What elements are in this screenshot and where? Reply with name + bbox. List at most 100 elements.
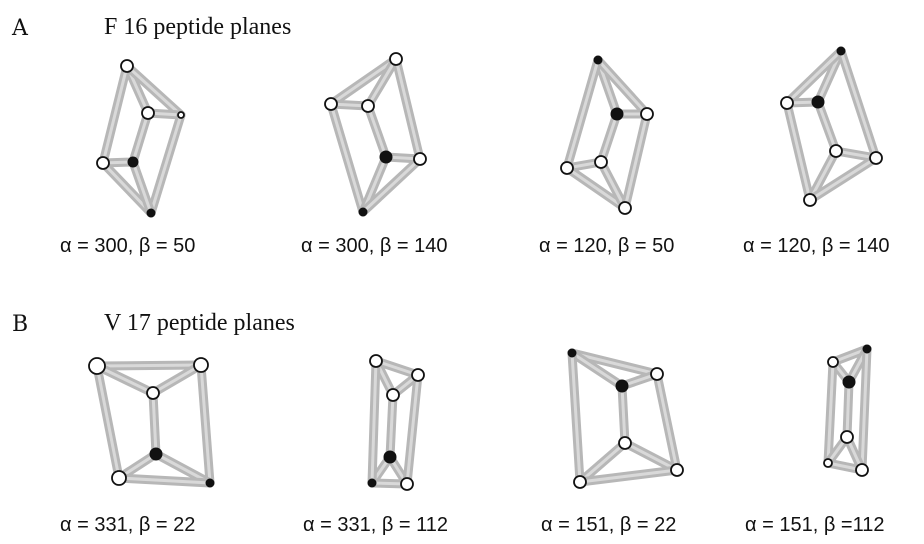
solid-atom-node — [127, 156, 139, 168]
plane-edge-highlight — [839, 49, 878, 160]
open-atom-node — [670, 463, 684, 477]
panel-a4-drawing — [780, 46, 883, 207]
open-atom-node — [146, 386, 160, 400]
plane-edge-highlight — [570, 351, 582, 484]
panel-a2-caption: α = 300, β = 140 — [301, 235, 448, 257]
solid-atom-node — [383, 450, 397, 464]
plane-edge-highlight — [785, 49, 843, 105]
open-atom-node — [96, 156, 110, 170]
plane-edge-highlight — [101, 161, 153, 215]
plane-edge-highlight — [329, 57, 398, 106]
solid-atom-node — [862, 344, 872, 354]
solid-atom-node — [358, 207, 368, 217]
solid-atom-node — [205, 478, 215, 488]
plane-edge-highlight — [596, 58, 649, 116]
open-atom-node — [827, 356, 839, 368]
open-atom-node — [193, 357, 209, 373]
open-atom-node — [803, 193, 817, 207]
plane-edge-highlight — [620, 384, 627, 445]
solid-atom-node — [842, 375, 856, 389]
plane-edge-highlight — [570, 351, 659, 376]
plane-edge-highlight — [151, 363, 203, 395]
plane-edge-highlight — [101, 64, 129, 165]
plane-edge-highlight — [405, 373, 420, 486]
panel-a1-caption: α = 300, β = 50 — [60, 235, 196, 257]
open-atom-node — [413, 152, 427, 166]
open-atom-node — [386, 388, 400, 402]
plane-edge-highlight — [599, 112, 619, 164]
solid-atom-node — [811, 95, 825, 109]
plane-edge-highlight — [95, 363, 203, 368]
plane-edge-highlight — [370, 359, 378, 485]
plane-edge-highlight — [366, 57, 398, 108]
plane-edge-highlight — [860, 347, 869, 472]
open-atom-node — [829, 144, 843, 158]
plane-edge-highlight — [131, 111, 150, 164]
plane-edge-highlight — [816, 100, 838, 153]
open-atom-node — [400, 477, 414, 491]
plane-edge-highlight — [578, 468, 679, 484]
panel-a4-caption: α = 120, β = 140 — [743, 235, 890, 257]
section-b-title: V 17 peptide planes — [104, 310, 295, 336]
open-atom-node — [869, 151, 883, 165]
open-atom-node — [389, 52, 403, 66]
plane-edge-highlight — [388, 393, 395, 459]
panel-b1-caption: α = 331, β = 22 — [60, 514, 196, 536]
plane-edge-highlight — [95, 364, 155, 395]
plane-edge-highlight — [329, 102, 365, 214]
panel-b2-drawing — [367, 354, 425, 491]
open-atom-node — [111, 470, 127, 486]
section-a-letter: A — [12, 16, 28, 41]
panel-b2-caption: α = 331, β = 112 — [303, 514, 449, 536]
plane-edge-highlight — [785, 101, 812, 202]
open-atom-node — [594, 155, 608, 169]
solid-atom-node — [615, 379, 629, 393]
open-atom-node — [780, 96, 794, 110]
plane-edge-highlight — [117, 476, 212, 485]
panel-a1-drawing — [96, 59, 186, 218]
open-atom-node — [324, 97, 338, 111]
open-atom-node — [840, 430, 854, 444]
plane-edge-highlight — [808, 149, 838, 202]
plane-edge-highlight — [845, 380, 851, 439]
open-atom-node — [618, 201, 632, 215]
solid-atom-node — [367, 478, 377, 488]
plane-edge-highlight — [149, 113, 183, 215]
plane-edge-highlight — [570, 351, 624, 388]
solid-atom-node — [593, 55, 603, 65]
open-atom-node — [560, 161, 574, 175]
solid-atom-node — [149, 447, 163, 461]
open-atom-node — [120, 59, 134, 73]
plane-edge-highlight — [808, 156, 878, 202]
plane-edge-highlight — [623, 441, 679, 472]
section-a-title: F 16 peptide planes — [104, 14, 292, 40]
solid-atom-node — [836, 46, 846, 56]
plane-edge-highlight — [374, 359, 420, 377]
plane-edge-highlight — [565, 58, 600, 170]
plane-edge-highlight — [599, 160, 627, 210]
solid-atom-node — [146, 208, 156, 218]
plane-edge-highlight — [826, 360, 835, 465]
plane-edge-highlight — [361, 157, 422, 214]
plane-edge-highlight — [565, 166, 627, 210]
plane-edge-highlight — [623, 112, 649, 210]
plane-edge-highlight — [366, 104, 388, 159]
plane-edge-highlight — [151, 391, 158, 456]
open-atom-node — [141, 106, 155, 120]
section-b-letter: B — [12, 312, 29, 337]
open-atom-node — [650, 367, 664, 381]
panel-b1-drawing — [88, 357, 215, 488]
solid-atom-node — [379, 150, 393, 164]
plane-edge-highlight — [95, 364, 121, 480]
panel-a3-drawing — [560, 55, 654, 215]
panel-b4-caption: α = 151, β =112 — [745, 514, 885, 536]
plane-edge-highlight — [199, 363, 212, 485]
open-atom-node — [618, 436, 632, 450]
panel-b3-caption: α = 151, β = 22 — [541, 514, 677, 536]
solid-atom-node — [610, 107, 624, 121]
panel-b4-drawing — [823, 344, 872, 477]
open-atom-node — [88, 357, 106, 375]
plane-edge-highlight — [394, 57, 422, 161]
open-atom-node — [855, 463, 869, 477]
